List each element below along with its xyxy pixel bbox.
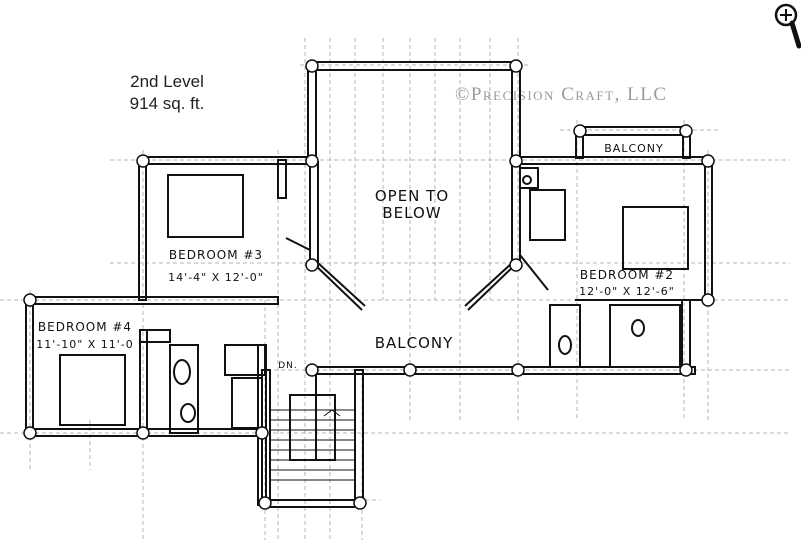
copyright-notice: ©Precision Craft, LLC (455, 84, 668, 105)
balcony-center-label: BALCONY (375, 334, 454, 352)
level-area: 914 sq. ft. (129, 94, 205, 113)
bedroom-2-dims: 12'-0" X 12'-6" (579, 285, 675, 298)
room-labels: OPEN TO BELOW BALCONY BALCONY BEDROOM #2… (36, 142, 675, 371)
zoom-magnifier-icon[interactable] (772, 2, 801, 50)
stair-down-label: DN. (278, 361, 298, 371)
bedroom-3-name: BEDROOM #3 (169, 248, 263, 262)
open-to-below-label: OPEN TO (375, 187, 449, 205)
bedroom-3-dims: 14'-4" X 12'-0" (168, 271, 264, 284)
bedroom-2-name: BEDROOM #2 (580, 268, 674, 282)
bedroom-4-dims: 11'-10" X 11'-0 (36, 338, 134, 351)
balcony-top-label: BALCONY (604, 142, 664, 155)
level-name: 2nd Level (130, 72, 204, 91)
columns (23, 59, 715, 510)
open-to-below-label-2: BELOW (382, 204, 441, 222)
bedroom-4-name: BEDROOM #4 (38, 320, 132, 334)
